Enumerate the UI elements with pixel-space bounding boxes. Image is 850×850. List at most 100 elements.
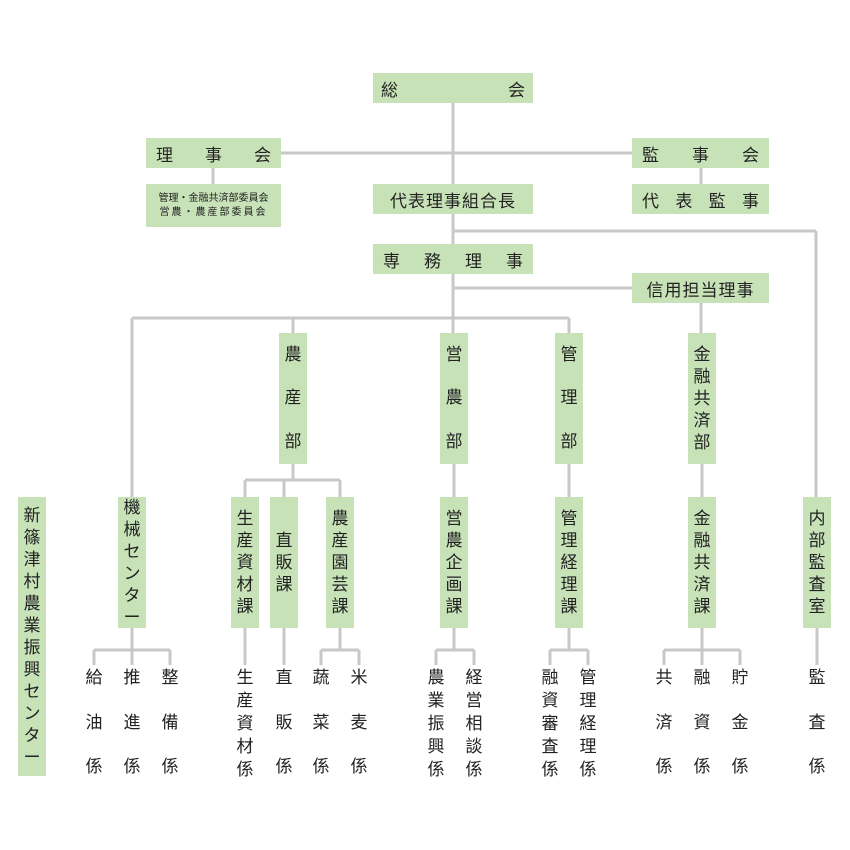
unit-chokin-char: 貯 (731, 668, 749, 688)
unit-kyosai-char: 済 (655, 712, 673, 733)
unit-nogyo-shinko: 農業振興係 (424, 667, 448, 782)
unit-sosai-char: 蔬 (312, 668, 330, 688)
dept-nosan-char: 部 (284, 432, 302, 453)
auditors-char: 会 (742, 145, 759, 166)
unit-kyuyu-char: 給 (85, 668, 103, 688)
unit-chokin: 貯 金 係 (728, 667, 752, 779)
unit-sosai-char: 菜 (312, 712, 330, 733)
rep-auditor-char: 事 (741, 191, 759, 212)
committees-box: 管理・金融共済部委員会 営農・農産部委員会 (146, 184, 281, 227)
dept-kanri-box: 管 理 部 (555, 333, 583, 464)
unit-chokuhan-char: 販 (275, 712, 293, 733)
md-char: 務 (424, 251, 441, 272)
dept-nosan-char: 農 (284, 344, 302, 365)
rep-auditor-char: 監 (708, 191, 726, 212)
dept-nosan-box: 農 産 部 (279, 333, 307, 464)
unit-yushi-shinsa-label: 融資審査係 (541, 668, 559, 780)
unit-kyosai: 共 済 係 (652, 667, 676, 779)
credit-director-label: 信用担当理事 (646, 280, 755, 301)
dept-kanri-char: 部 (560, 432, 578, 453)
dept-einou-char: 部 (445, 432, 463, 453)
unit-sosai: 蔬 菜 係 (309, 667, 333, 779)
dept-einou-char: 営 (445, 344, 463, 365)
board-char: 会 (254, 145, 271, 166)
credit-director-box: 信用担当理事 (632, 273, 769, 303)
section-kanri-keiri-label: 管理経理課 (560, 508, 578, 617)
section-nousan-engei-label: 農産園芸課 (331, 508, 349, 617)
section-kinyu-kyosai-box: 金融共済課 (688, 497, 716, 628)
unit-seibi-char: 整 (161, 668, 179, 688)
unit-beibaku: 米 麦 係 (347, 667, 371, 779)
auditors-box: 監 事 会 (632, 138, 769, 168)
unit-suishin-char: 進 (123, 712, 141, 733)
md-char: 事 (506, 251, 523, 272)
unit-kyosai-char: 共 (655, 668, 673, 688)
unit-suishin-char: 係 (123, 757, 141, 777)
section-seisan-box: 生産資材課 (231, 497, 259, 628)
unit-kyuyu-char: 油 (85, 712, 103, 733)
unit-nogyo-shinko-label: 農業振興係 (427, 668, 445, 780)
board-box: 理 事 会 (146, 138, 281, 168)
unit-kanri-keiri-label: 管理経理係 (579, 668, 597, 780)
unit-yushi: 融 資 係 (690, 667, 714, 779)
unit-keiei-sodan: 経営相談係 (462, 667, 486, 782)
unit-yushi-char: 係 (693, 757, 711, 777)
unit-kansa-char: 係 (808, 757, 826, 777)
dept-kinyu-label: 金融共済部 (693, 344, 711, 453)
dept-nosan-char: 産 (284, 388, 302, 409)
unit-chokuhan-char: 係 (275, 757, 293, 777)
committee-label: 営農・農産部委員会 (159, 206, 268, 218)
md-char: 理 (465, 251, 482, 272)
unit-sosai-char: 係 (312, 757, 330, 777)
board-char: 事 (205, 145, 222, 166)
section-kikai-box: 機械センター (118, 497, 146, 628)
unit-kyuyu-char: 係 (85, 757, 103, 777)
unit-kansa-char: 監 (808, 668, 826, 688)
unit-seibi-char: 備 (161, 712, 179, 733)
dept-kanri-char: 管 (560, 344, 578, 365)
dept-kanri-char: 理 (560, 388, 578, 409)
unit-seibi: 整 備 係 (158, 667, 182, 779)
section-naibu-kansa-label: 内部監査室 (808, 508, 826, 617)
unit-yushi-shinsa: 融資審査係 (538, 667, 562, 782)
managing-director-box: 専 務 理 事 (373, 244, 533, 274)
unit-chokuhan-char: 直 (275, 668, 293, 688)
unit-suishin: 推 進 係 (120, 667, 144, 779)
auditors-char: 監 (642, 145, 659, 166)
unit-chokin-char: 金 (731, 712, 749, 733)
general-meeting-box: 総 会 (373, 73, 533, 103)
unit-kyosai-char: 係 (655, 757, 673, 777)
section-einou-kikaku-label: 営農企画課 (445, 508, 463, 617)
unit-seibi-char: 係 (161, 757, 179, 777)
dept-kinyu-box: 金融共済部 (688, 333, 716, 464)
unit-seisan-shizai-label: 生産資材係 (236, 668, 254, 780)
md-char: 専 (383, 251, 400, 272)
section-nousan-engei-box: 農産園芸課 (326, 497, 354, 628)
section-seisan-label: 生産資材課 (236, 508, 254, 617)
unit-keiei-sodan-label: 経営相談係 (465, 668, 483, 780)
president-box: 代表理事組合長 (373, 184, 533, 214)
unit-beibaku-char: 麦 (350, 712, 368, 733)
section-kanri-keiri-box: 管理経理課 (555, 497, 583, 628)
section-chokuhan-label: 直販課 (275, 530, 293, 595)
general-meeting-char: 会 (508, 80, 525, 101)
president-label: 代表理事組合長 (390, 191, 516, 212)
unit-kansa: 監 査 係 (805, 667, 829, 779)
section-shinshinotsu-box: 新篠津村農業振興センター (18, 497, 46, 776)
section-chokuhan-box: 直販課 (270, 497, 298, 628)
unit-suishin-char: 推 (123, 668, 141, 688)
unit-beibaku-char: 係 (350, 757, 368, 777)
rep-auditor-char: 表 (675, 191, 693, 212)
unit-yushi-char: 融 (693, 668, 711, 688)
rep-auditor-char: 代 (642, 191, 659, 212)
unit-kanri-keiri: 管理経理係 (576, 667, 600, 782)
section-naibu-kansa-box: 内部監査室 (803, 497, 831, 628)
unit-yushi-char: 資 (693, 712, 711, 733)
unit-chokuhan: 直 販 係 (272, 667, 296, 779)
section-kinyu-kyosai-label: 金融共済課 (693, 508, 711, 617)
dept-einou-box: 営 農 部 (440, 333, 468, 464)
board-char: 理 (156, 145, 173, 166)
section-einou-kikaku-box: 営農企画課 (440, 497, 468, 628)
unit-chokin-char: 係 (731, 757, 749, 777)
